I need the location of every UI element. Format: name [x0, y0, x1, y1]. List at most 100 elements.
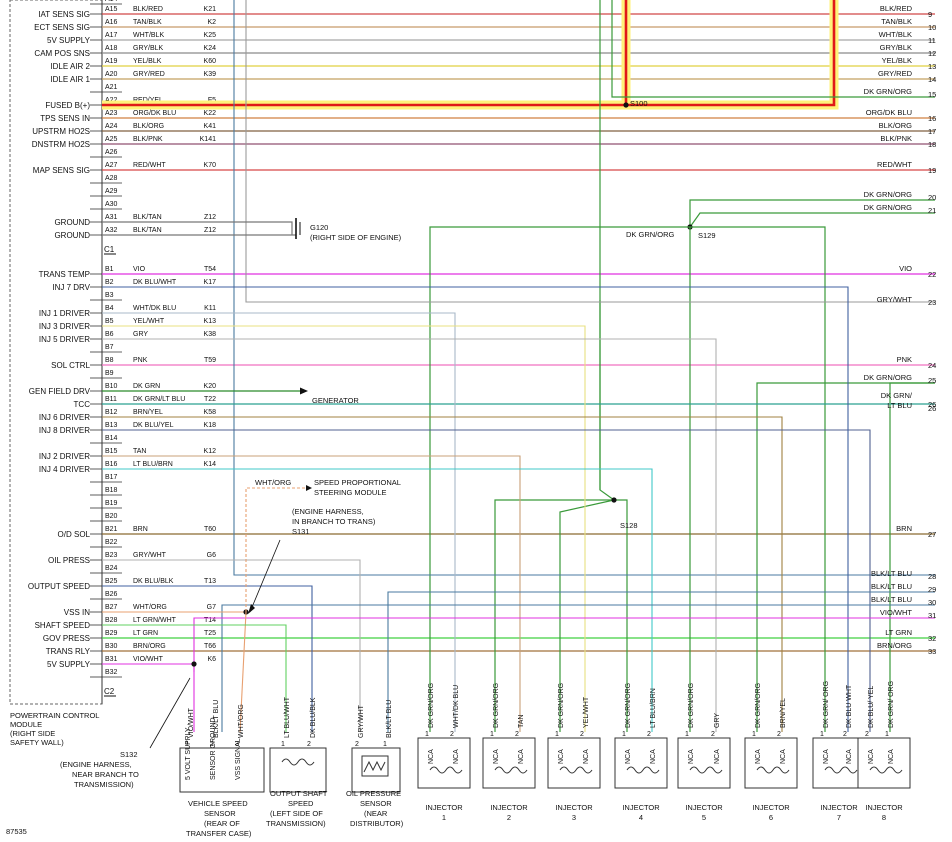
- pin-circuit-B21: T60: [204, 526, 216, 533]
- pin-number-B21: B21: [105, 526, 118, 533]
- pin-circuit-A18: K24: [204, 45, 217, 52]
- pin-circuit-B2: K17: [204, 279, 217, 286]
- pin-circuit-A31: Z12: [204, 214, 216, 221]
- right-label-10: VIO/WHT: [880, 608, 912, 617]
- right-ref-number-6: 26: [928, 404, 936, 413]
- pin-number-B3: B3: [105, 292, 114, 299]
- pin-number-B11: B11: [105, 396, 117, 403]
- vss-pin-0: 1: [185, 741, 189, 748]
- pin-number-A30: A30: [105, 201, 118, 208]
- s129-label: S129: [698, 231, 716, 240]
- wire-ref-number-A17: 11: [928, 36, 936, 45]
- pin-signal-B13: INJ 8 DRIVER: [39, 426, 90, 435]
- right-ref-number-10: 31: [928, 611, 936, 620]
- vss-terminal-0: 5 VOLT SUPPLY: [185, 727, 192, 780]
- vss-caption-3: (REAR OF: [204, 819, 240, 828]
- pin-signal-B4: INJ 1 DRIVER: [39, 309, 90, 318]
- pin-circuit-B15: K12: [204, 448, 217, 455]
- injector-6-coil-symbol: [756, 766, 790, 774]
- vss-pin-2: 3: [235, 741, 239, 748]
- g120-label: G120: [310, 223, 328, 232]
- ops-caption-4: DISTRIBUTOR): [350, 819, 404, 828]
- speed-wire-label: WHT/ORG: [255, 478, 291, 487]
- pin-signal-A24: UPSTRM HO2S: [32, 127, 90, 136]
- vss-terminal-2: VSS SIGNAL: [235, 738, 242, 780]
- wire-driver-B4: [102, 312, 456, 732]
- right-label-0: DK GRN/ORG: [864, 87, 913, 96]
- pin-number-A28: A28: [105, 175, 118, 182]
- pin-number-B29: B29: [105, 630, 118, 637]
- injector-6-nca-0: NCA: [755, 749, 762, 764]
- injector-1-nca-0: NCA: [428, 749, 435, 764]
- g120-note: (RIGHT SIDE OF ENGINE): [310, 233, 402, 242]
- pin-number-B14: B14: [105, 435, 118, 442]
- pin-circuit-B4: K11: [204, 305, 216, 312]
- pin-signal-B16: INJ 4 DRIVER: [39, 465, 90, 474]
- injector-1-pin-0: 1: [425, 731, 429, 738]
- right-label-6: LT BLU: [887, 401, 912, 410]
- pin-circuit-B31: K6: [207, 656, 216, 663]
- pin-wire-color-A16: TAN/BLK: [133, 19, 162, 26]
- injector-6-box: [744, 737, 798, 789]
- pin-signal-B31: 5V SUPPLY: [47, 660, 91, 669]
- pin-number-B9: B9: [105, 370, 114, 377]
- pin-signal-B27: VSS IN: [64, 608, 90, 617]
- injector-2-nca-0: NCA: [493, 749, 500, 764]
- pin-number-A29: A29: [105, 188, 118, 195]
- wire-ref-number-A27: 19: [928, 166, 936, 175]
- injector-5-nca-0: NCA: [688, 749, 695, 764]
- right-ref-number-9: 30: [928, 598, 936, 607]
- pin-circuit-B8: T59: [204, 357, 216, 364]
- wire-right-label-A18: GRY/BLK: [880, 43, 912, 52]
- pin-signal-A23: TPS SENS IN: [40, 114, 90, 123]
- oss-caption-4: TRANSMISSION): [266, 819, 326, 828]
- s132-note-3: TRANSMISSION): [74, 780, 134, 789]
- right-label-3: GRY/WHT: [877, 295, 913, 304]
- wire-driver-B12: [102, 416, 783, 732]
- wire-ref-number-B30: 33: [928, 647, 936, 656]
- pin-wire-color-A25: BLK/PNK: [133, 136, 163, 143]
- injector-4-wire-label-1: LT BLU/BRN: [650, 688, 657, 728]
- wire-blk-lt-blu-28: [233, 0, 935, 576]
- s131-leader-arrow: [248, 604, 255, 614]
- wire-gry-wht-23: [245, 0, 935, 303]
- pin-signal-A15: IAT SENS SIG: [38, 10, 90, 19]
- ops-caption-2: SENSOR: [360, 799, 392, 808]
- pin-circuit-B23: G6: [207, 552, 216, 559]
- pin-number-B19: B19: [105, 500, 118, 507]
- pin-wire-color-A24: BLK/ORG: [133, 123, 164, 130]
- injector-8-wire-label-0: DK GRN/ ORG: [888, 681, 895, 728]
- injector-2-wire-label-0: DK GRN/ORG: [493, 683, 500, 728]
- oss-pin-1: 2: [307, 741, 311, 748]
- injector-7-pin-1: 2: [843, 731, 847, 738]
- pin-signal-A20: IDLE AIR 1: [50, 75, 90, 84]
- pin-circuit-B12: K58: [204, 409, 217, 416]
- injector-3-pin-1: 2: [580, 731, 584, 738]
- pin-number-A14: A14: [105, 0, 118, 3]
- injector-7-wire-label-1: DK BLU WHT: [846, 684, 853, 728]
- pin-signal-A17: 5V SUPPLY: [47, 36, 91, 45]
- pin-wire-color-A18: GRY/BLK: [133, 45, 164, 52]
- oss-coil-symbol: [281, 758, 315, 766]
- wire-shaft-speed: [102, 624, 287, 732]
- oss-caption-3: (LEFT SIDE OF: [270, 809, 323, 818]
- pin-number-B6: B6: [105, 331, 114, 338]
- injector-2-box: [482, 737, 536, 789]
- s128-label: S128: [620, 521, 638, 530]
- wire-dk-grn-org-20: [689, 199, 935, 227]
- wire-inj4-feed: [614, 499, 628, 732]
- wire-right-label-A15: BLK/RED: [880, 4, 913, 13]
- injector-4-number: 4: [639, 813, 643, 822]
- pin-number-A18: A18: [105, 45, 118, 52]
- pin-number-A31: A31: [105, 214, 118, 221]
- pin-number-B7: B7: [105, 344, 114, 351]
- injector-4-pin-0: 1: [622, 731, 626, 738]
- wire-ref-number-B29: 32: [928, 634, 936, 643]
- pin-number-B4: B4: [105, 305, 114, 312]
- injector-7-name: INJECTOR: [820, 803, 858, 812]
- pin-number-B17: B17: [105, 474, 118, 481]
- pin-wire-color-A15: BLK/RED: [133, 6, 163, 13]
- pin-number-B8: B8: [105, 357, 114, 364]
- injector-1-name: INJECTOR: [425, 803, 463, 812]
